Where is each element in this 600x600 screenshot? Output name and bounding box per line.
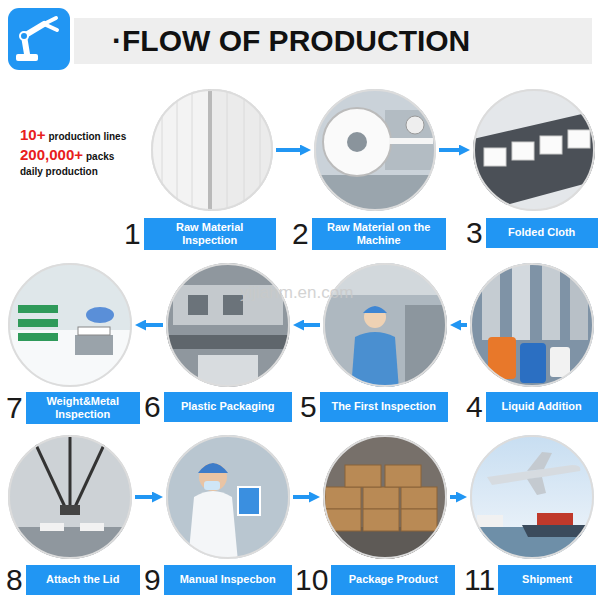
packaging-machine-photo	[163, 260, 293, 390]
flow-arrow	[146, 323, 163, 327]
step-number: 10	[295, 565, 328, 595]
shipment-photo	[467, 432, 597, 562]
step-name: Weight&Metal Inspection	[31, 395, 135, 421]
process-step: 3Folded Cloth	[473, 89, 595, 211]
step-name: Raw Material on the Machine	[317, 221, 441, 247]
step-label: 6 Plastic Packaging	[144, 392, 292, 422]
diagram-title: ·FLOW OF PRODUCTION	[112, 18, 470, 64]
step-number: 6	[144, 392, 161, 422]
robot-icon	[8, 8, 70, 70]
step-number: 4	[466, 392, 483, 422]
step-number: 2	[292, 219, 309, 249]
liquid-tanks-photo	[467, 260, 597, 390]
step-number: 11	[464, 565, 495, 595]
stat-line: daily production	[20, 166, 98, 177]
stat-line: 10+production lines	[20, 126, 126, 143]
step-name-box: Folded Cloth	[486, 218, 598, 248]
step-name-box: Liquid Addition	[486, 392, 598, 422]
step-label: 8 Attach the Lid	[6, 565, 140, 595]
stat-number: 200,000+	[20, 146, 83, 163]
step-name-box: The First Inspection	[320, 392, 448, 422]
flow-arrow	[135, 495, 152, 499]
step-label: 7 Weight&Metal Inspection	[6, 392, 140, 424]
process-step: 8Attach the Lid	[8, 435, 132, 559]
process-step: 10Package Product	[323, 435, 447, 559]
stat-number: 10+	[20, 126, 45, 143]
step-label: 1 Raw Material Inspection	[124, 218, 276, 250]
step-name: The First Inspection	[331, 400, 436, 413]
worker-photo	[163, 432, 293, 562]
step-label: 2 Raw Material on the Machine	[292, 218, 446, 250]
flow-arrow	[461, 323, 467, 327]
step-name-box: Plastic Packaging	[164, 392, 292, 422]
step-number: 1	[124, 219, 141, 249]
folded-cloth-photo	[469, 85, 599, 215]
weighing-photo	[5, 260, 135, 390]
flow-arrow	[276, 148, 300, 152]
process-step: 5The First Inspection	[323, 263, 447, 387]
step-label: 9 Manual Inspecbon	[144, 565, 292, 595]
step-number: 5	[300, 392, 317, 422]
title-band	[74, 18, 592, 64]
step-label: 10 Package Product	[295, 565, 455, 595]
flow-arrow	[293, 495, 309, 499]
stat-text: packs	[86, 151, 114, 162]
step-name: Shipment	[522, 573, 572, 586]
machine-photo	[310, 85, 440, 215]
step-name: Plastic Packaging	[181, 400, 275, 413]
step-name-box: Package Product	[331, 565, 455, 595]
step-name: Manual Inspecbon	[180, 573, 276, 586]
step-name: Folded Cloth	[508, 226, 575, 239]
step-name-box: Raw Material on the Machine	[312, 218, 446, 250]
step-name-box: Shipment	[498, 565, 596, 595]
process-step: 11Shipment	[470, 435, 594, 559]
fabric-rolls-photo	[147, 80, 277, 220]
inspection-photo	[320, 260, 450, 390]
robot-arm-photo	[5, 432, 135, 562]
process-step: 1Raw Material Inspection	[151, 89, 273, 211]
step-name: Package Product	[349, 573, 438, 586]
flow-arrow	[450, 495, 456, 499]
step-name-box: Weight&Metal Inspection	[26, 392, 140, 424]
process-step: 9Manual Inspecbon	[166, 435, 290, 559]
step-number: 8	[6, 565, 23, 595]
step-number: 7	[6, 393, 23, 423]
flow-arrow	[304, 323, 320, 327]
process-step: 2Raw Material on the Machine	[314, 89, 436, 211]
process-step: 4Liquid Addition	[470, 263, 594, 387]
process-step: 7Weight&Metal Inspection	[8, 263, 132, 387]
step-name: Raw Material Inspection	[149, 221, 271, 247]
step-number: 3	[466, 218, 483, 248]
watermark: yijiahm.en.com	[240, 283, 353, 303]
step-label: 4 Liquid Addition	[466, 392, 598, 422]
step-name: Attach the Lid	[46, 573, 119, 586]
step-name-box: Manual Inspecbon	[164, 565, 292, 595]
step-label: 5 The First Inspection	[300, 392, 448, 422]
stat-line: 200,000+packs	[20, 146, 114, 163]
step-name-box: Raw Material Inspection	[144, 218, 276, 250]
step-name: Liquid Addition	[502, 400, 582, 413]
boxes-photo	[320, 432, 450, 562]
step-label: 3 Folded Cloth	[466, 218, 598, 248]
stat-text: daily production	[20, 166, 98, 177]
flow-arrow	[439, 148, 459, 152]
step-label: 11 Shipment	[464, 565, 596, 595]
step-number: 9	[144, 565, 161, 595]
stat-text: production lines	[48, 131, 126, 142]
step-name-box: Attach the Lid	[26, 565, 140, 595]
process-step: 6Plastic Packaging	[166, 263, 290, 387]
